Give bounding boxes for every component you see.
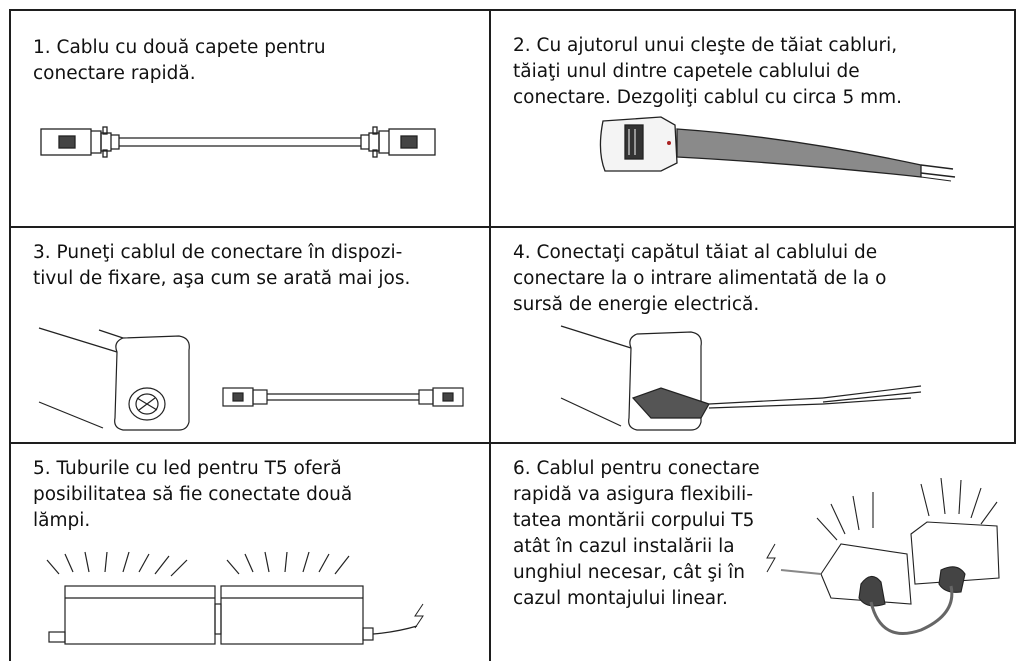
light-rays bbox=[816, 477, 998, 541]
step-5-panel: 5. Tuburile cu led pentru T5 oferă posib… bbox=[9, 444, 489, 661]
step-1-text: 1. Cablu cu două capete pentru conectare… bbox=[33, 37, 326, 84]
connected-fixture-illustration bbox=[560, 325, 922, 431]
step-2-text: 2. Cu ajutorul unui cleşte de tăiat cabl… bbox=[513, 35, 903, 108]
step-3-text: 3. Puneţi cablul de conectare în dispozi… bbox=[33, 242, 411, 289]
instructions-grid: 1. Cablu cu două capete pentru conectare… bbox=[9, 9, 1018, 661]
step-4-text: 4. Conectaţi capătul tăiat al cablului d… bbox=[513, 242, 887, 315]
step-1-panel: 1. Cablu cu două capete pentru conectare… bbox=[9, 9, 489, 228]
cut-cable-illustration bbox=[599, 116, 956, 182]
step-6-text: 6. Cablul pentru conectare rapidă va asi… bbox=[513, 458, 760, 609]
angled-fixtures-illustration bbox=[766, 477, 1000, 635]
step-3-panel: 3. Puneţi cablul de conectare în dispozi… bbox=[9, 228, 489, 444]
step-6-panel: 6. Cablul pentru conectare rapidă va asi… bbox=[489, 444, 1016, 661]
light-rays-left bbox=[46, 551, 188, 577]
step-2-panel: 2. Cu ajutorul unui cleşte de tăiat cabl… bbox=[489, 9, 1016, 228]
step-5-text: 5. Tuburile cu led pentru T5 oferă posib… bbox=[33, 458, 353, 531]
light-rays-right bbox=[226, 551, 350, 575]
double-ended-cable-illustration bbox=[40, 126, 436, 158]
fixture-with-cable-illustration bbox=[38, 327, 464, 431]
two-led-tubes-illustration bbox=[46, 551, 424, 645]
step-4-panel: 4. Conectaţi capătul tăiat al cablului d… bbox=[489, 228, 1016, 444]
